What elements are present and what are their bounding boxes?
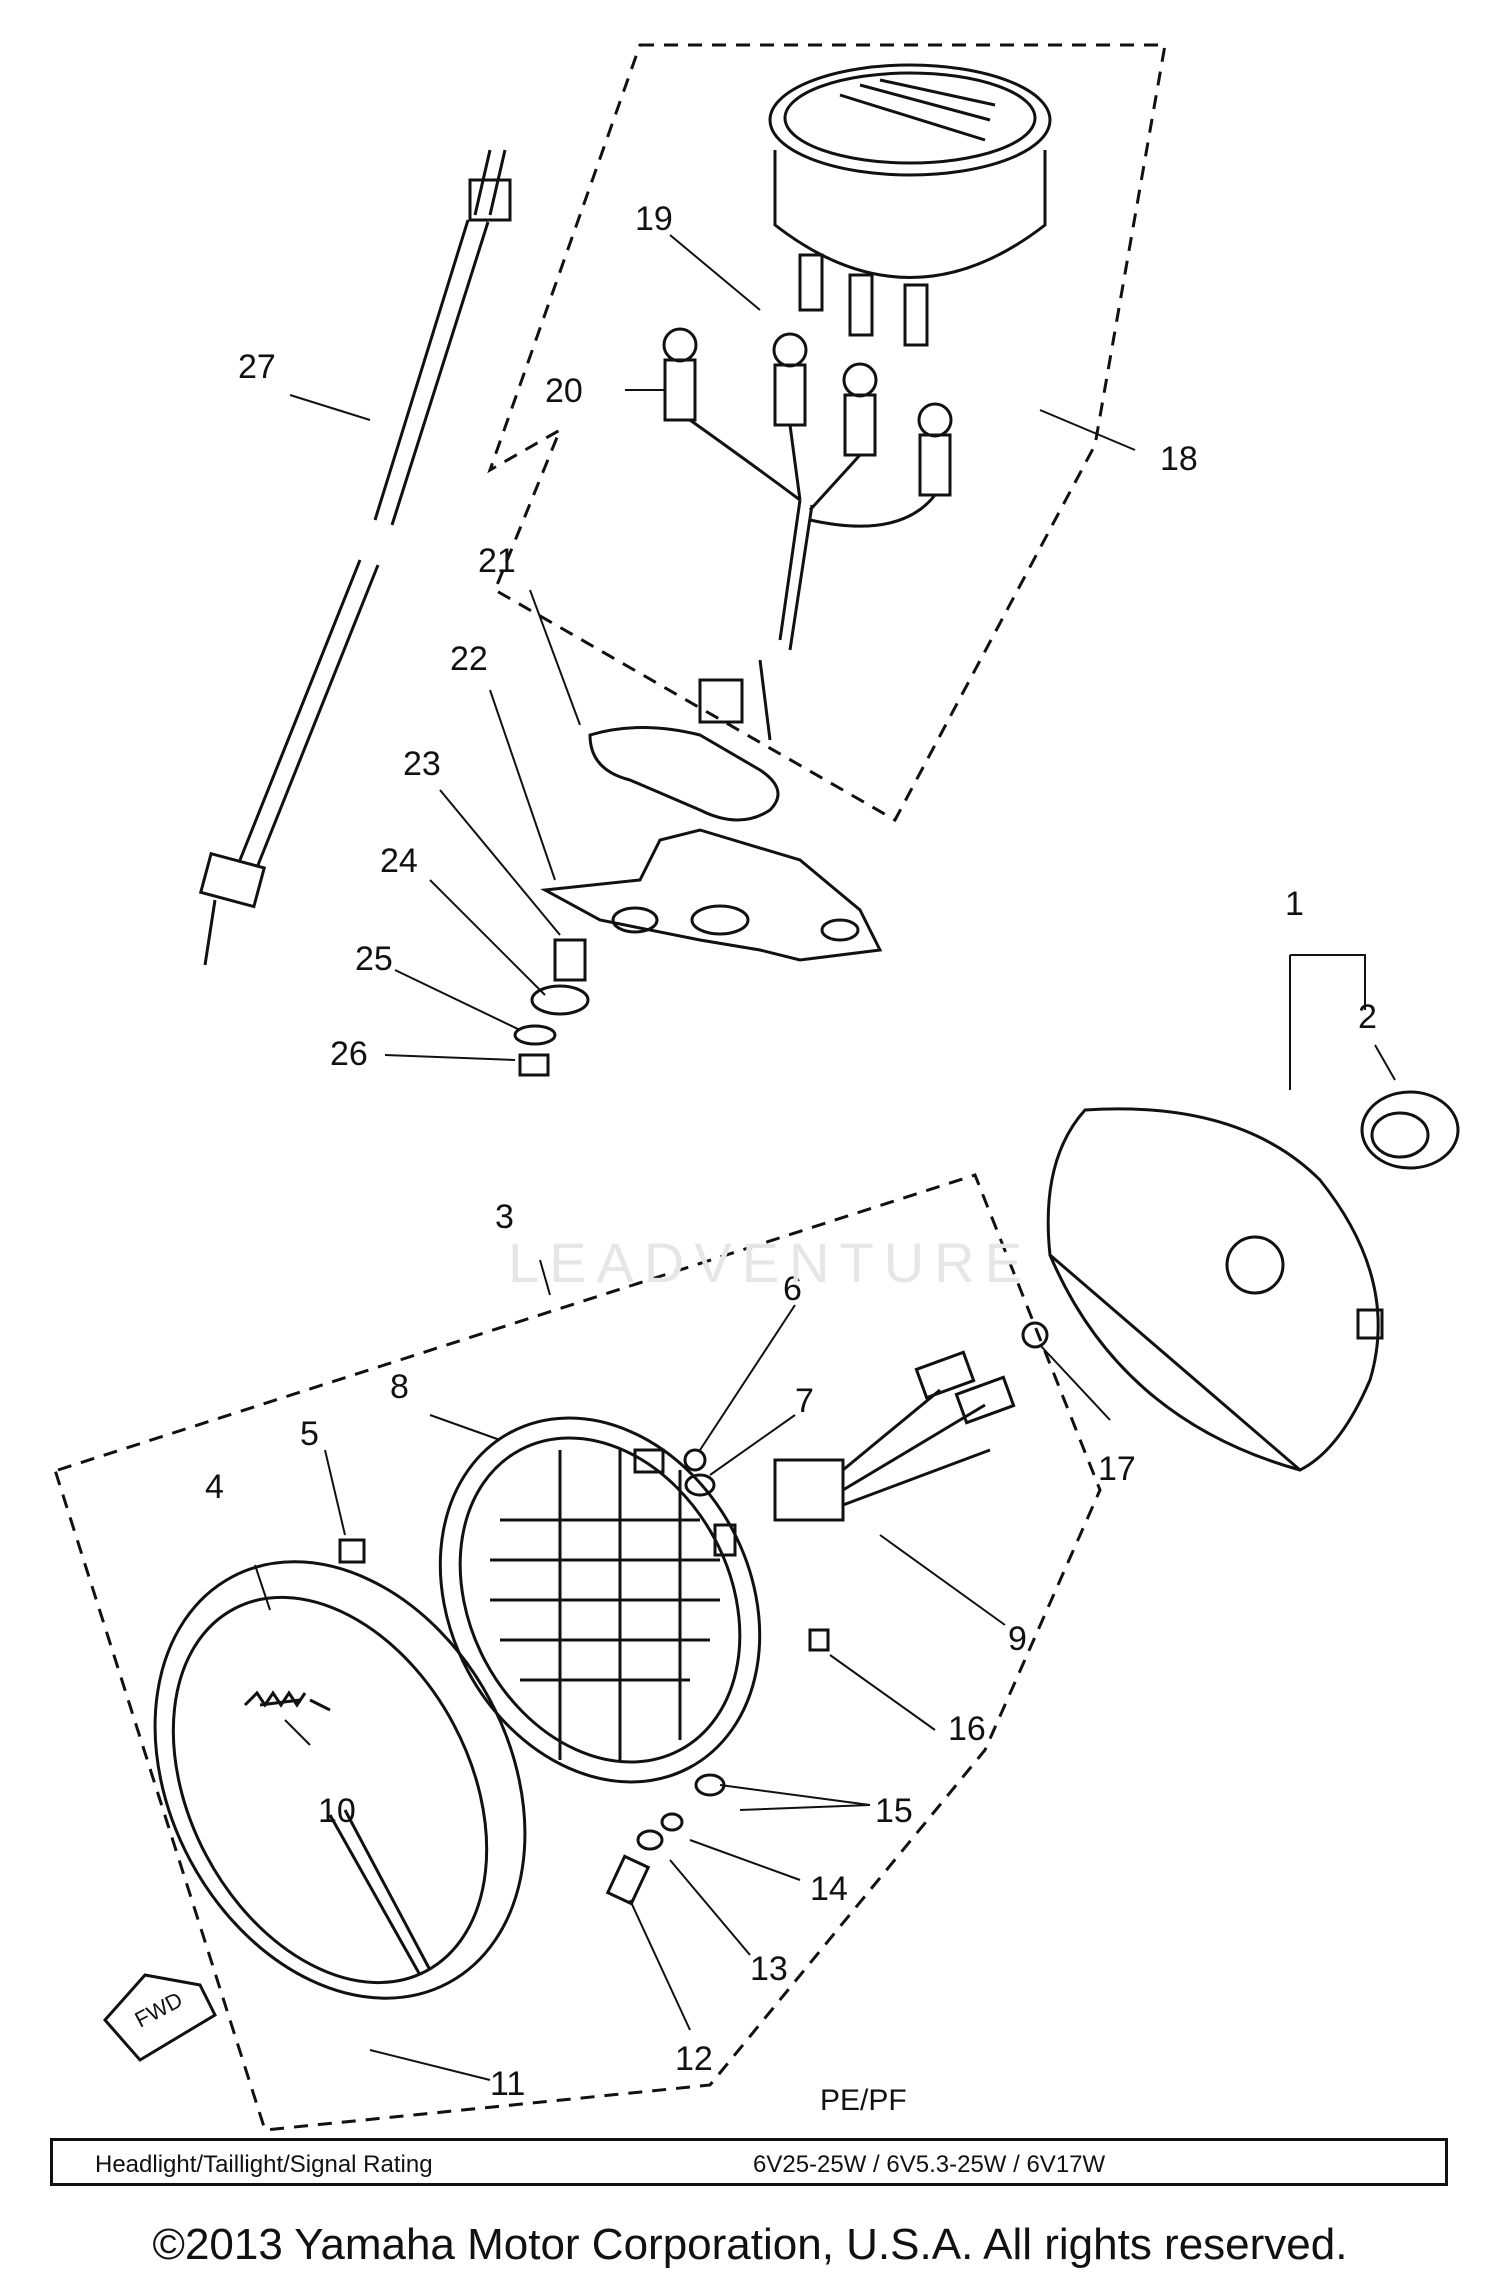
callout-11: 11 [490,2065,525,2103]
grommet-part [1360,1090,1460,1170]
callout-25: 25 [355,940,393,978]
sealed-beam-unit [438,1416,762,1784]
speedometer-housing [768,63,1052,347]
rating-label: Headlight/Taillight/Signal Rating [95,2151,433,2178]
callout-7: 7 [795,1382,814,1420]
callout-17: 17 [1098,1450,1136,1488]
headlight-body-shell [1046,1107,1384,1472]
rating-table: Headlight/Taillight/Signal Rating 6V25-2… [50,2138,1448,2186]
spring-nut-part [605,1854,651,1906]
callout-21: 21 [478,542,516,580]
callout-10: 10 [318,1792,356,1830]
washer-part-15 [694,1773,726,1797]
meter-bracket [588,726,780,822]
callout-1: 1 [1285,885,1304,923]
callout-19: 19 [635,200,673,238]
adjusting-screw-part [328,1809,432,1976]
fwd-label: FWD [131,1987,187,2033]
callout-15: 15 [875,1792,913,1830]
bulb-socket-harness [662,327,953,741]
leader-lines [254,234,1396,2081]
callout-20: 20 [545,372,583,410]
rating-value: 6V25-25W / 6V5.3-25W / 6V17W [753,2151,1106,2178]
nut-part-6 [683,1448,707,1472]
callout-26: 26 [330,1035,368,1073]
callout-2: 2 [1358,998,1377,1036]
spring-part [243,1690,307,1708]
forward-direction-arrow [103,1973,217,2062]
nut-part-16 [808,1628,830,1652]
callout-12: 12 [675,2040,713,2078]
callout-22: 22 [450,640,488,678]
washer-part-14 [660,1812,684,1832]
bushing-part [530,984,590,1016]
washer-part-7 [684,1473,716,1497]
callout-24: 24 [380,842,418,880]
copyright-notice: ©2013 Yamaha Motor Corporation, U.S.A. A… [152,2220,1348,2269]
callout-23: 23 [403,745,441,783]
callout-9: 9 [1008,1620,1027,1658]
watermark: LEADVENTURE [508,1231,1032,1294]
socket-cord [773,1350,1016,1522]
screw-part-17 [1021,1321,1049,1349]
callout-16: 16 [948,1710,986,1748]
meter-assembly-group-outline [487,43,1167,823]
callout-14: 14 [810,1870,848,1908]
headlight-unit-group-outline [52,1173,1102,2132]
callout-13: 13 [750,1950,788,1988]
speedometer-cable [198,149,512,966]
callout-8: 8 [390,1368,409,1406]
callout-3: 3 [495,1198,514,1236]
mounting-bracket [540,828,883,962]
screw-part [338,1538,366,1564]
callout-4: 4 [205,1468,224,1506]
damper-part [553,938,587,982]
callout-5: 5 [300,1415,319,1453]
callout-18: 18 [1160,440,1198,478]
washer-part-13 [636,1829,664,1851]
washer-part [513,1024,557,1046]
variant-label: PE/PF [820,2084,907,2117]
callout-6: 6 [783,1270,802,1308]
nut-part [518,1053,550,1077]
callout-27: 27 [238,348,276,386]
